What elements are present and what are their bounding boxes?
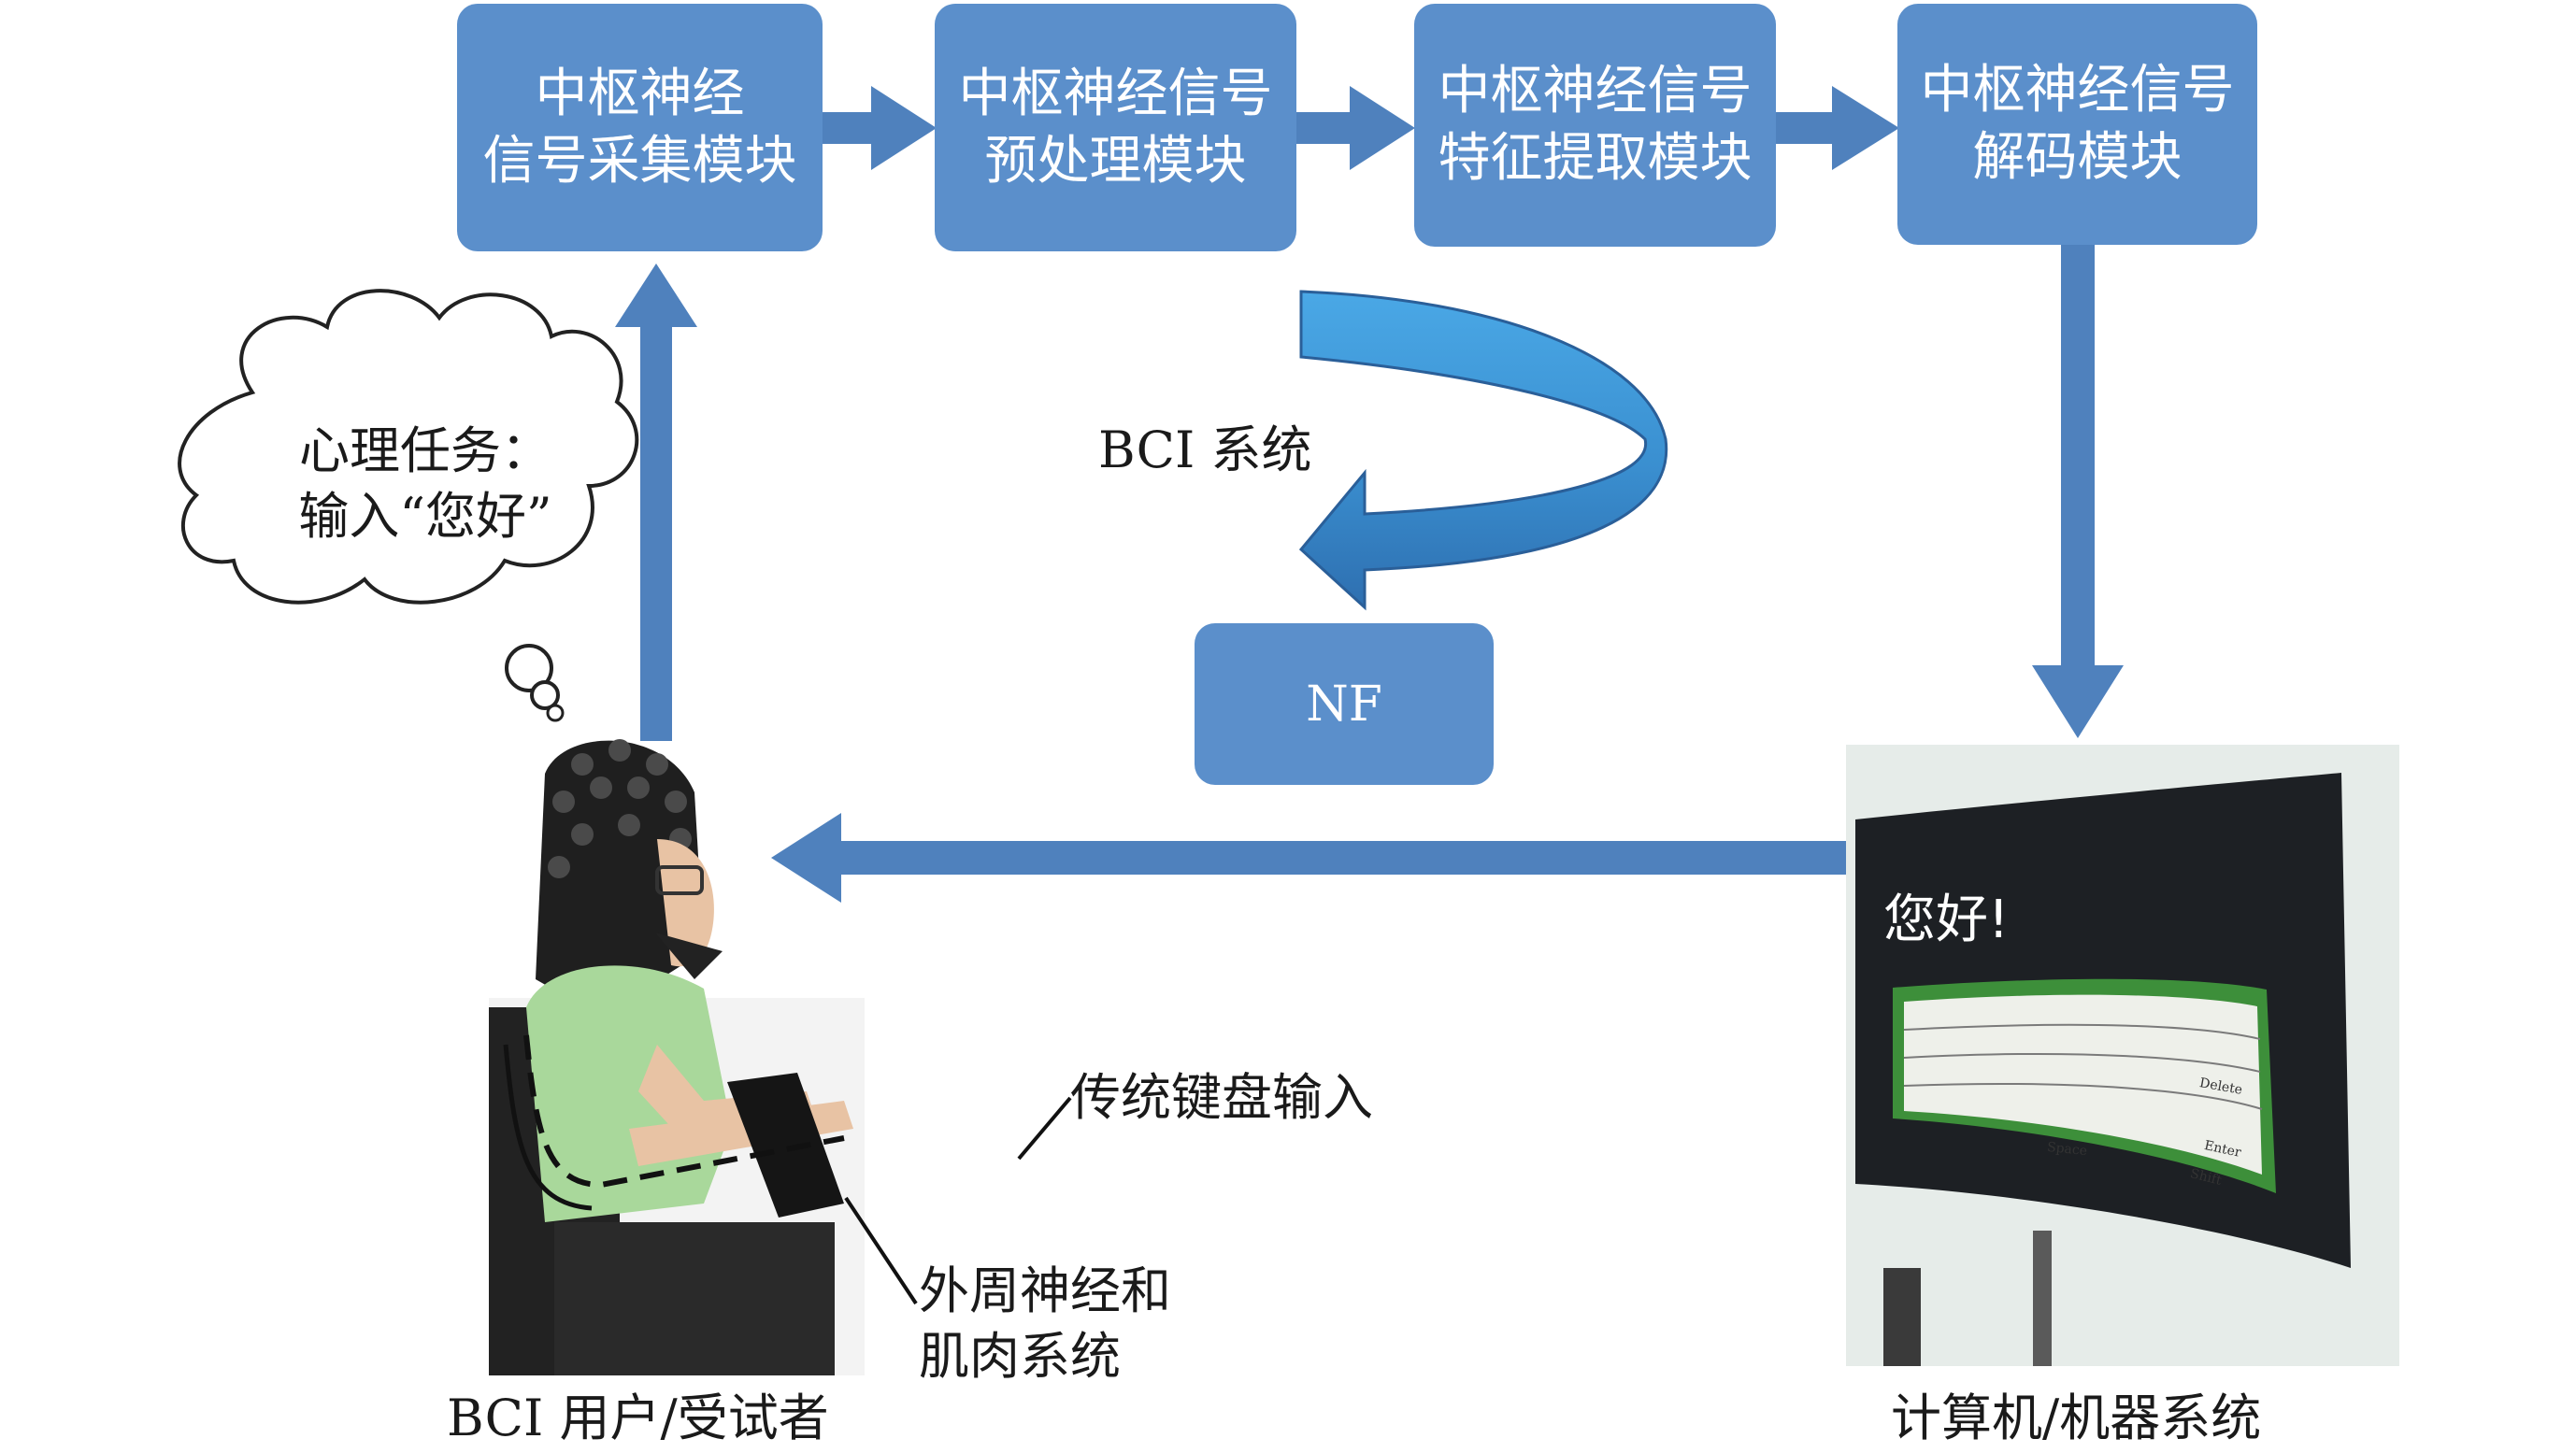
user-photo xyxy=(489,736,865,1375)
peripheral-system-label: 外周神经和 肌肉系统 xyxy=(919,1261,1171,1386)
module-decoding: 中枢神经信号 解码模块 xyxy=(1897,4,2257,245)
arrow-user-to-acquisition xyxy=(615,264,697,741)
arrow-pre-to-feat xyxy=(1292,86,1415,170)
keyboard-input-label: 传统键盘输入 xyxy=(1070,1068,1373,1127)
bci-system-label: BCI 系统 xyxy=(1098,420,1312,479)
bci-curved-arrow xyxy=(1298,290,1668,611)
thought-dot-small xyxy=(546,704,565,722)
arrow-feat-to-dec xyxy=(1774,86,1899,170)
monitor-illustration xyxy=(1846,745,2399,1366)
arrow-decoding-to-computer xyxy=(2032,245,2124,738)
module-feature-extraction: 中枢神经信号 特征提取模块 xyxy=(1414,4,1776,247)
computer-photo: 您好! Delete Enter Space Shift xyxy=(1846,745,2399,1366)
computer-label: 计算机/机器系统 xyxy=(1891,1389,2262,1447)
thought-bubble xyxy=(178,289,639,605)
user-photo-illustration xyxy=(489,739,865,1375)
arrow-computer-to-user xyxy=(771,813,1849,903)
nf-box: NF xyxy=(1195,623,1494,785)
screen-greeting: 您好! xyxy=(1883,890,2010,950)
module-preprocessing: 中枢神经信号 预处理模块 xyxy=(935,4,1296,251)
thought-dot-medium xyxy=(530,680,560,710)
user-label: BCI 用户/受试者 xyxy=(447,1389,829,1447)
module-signal-acquisition: 中枢神经 信号采集模块 xyxy=(457,4,823,251)
thought-bubble-text: 心理任务： 输入“您好” xyxy=(298,421,552,546)
arrow-acq-to-pre xyxy=(811,86,937,170)
thought-dot-large xyxy=(505,644,553,692)
